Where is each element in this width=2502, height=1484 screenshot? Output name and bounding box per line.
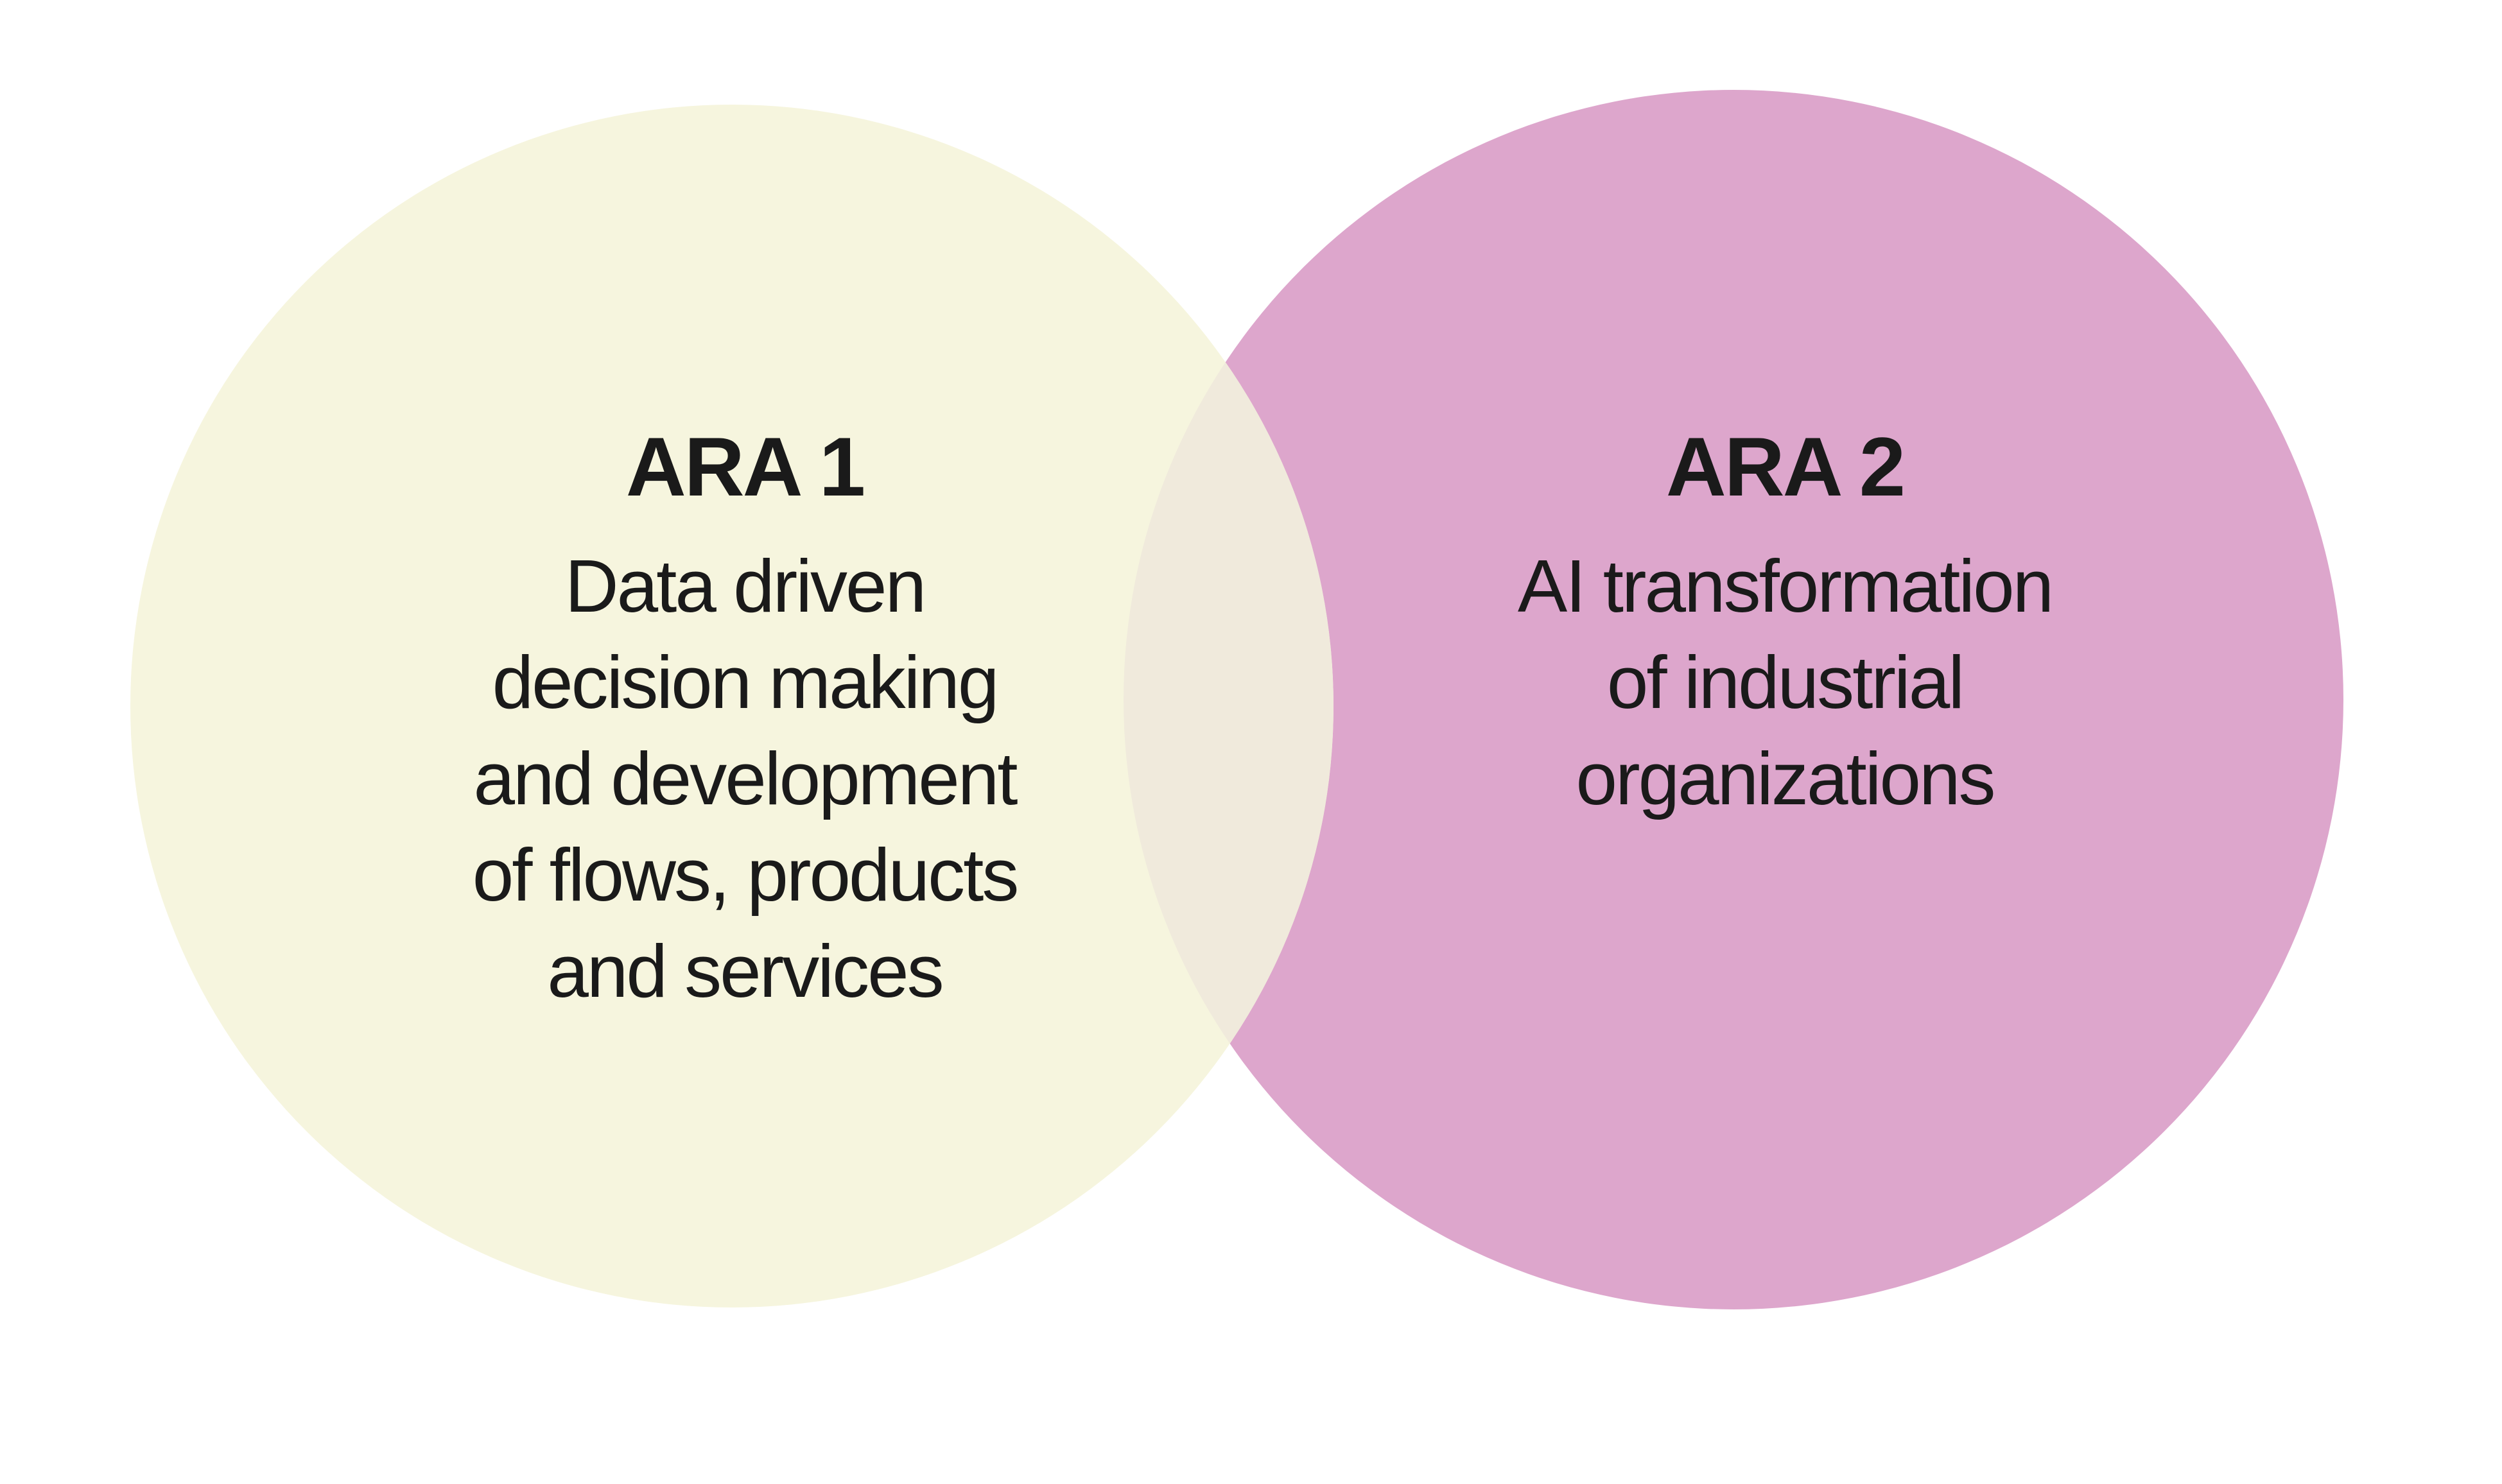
ara2-description: AI transformation of industrial organiza… — [1335, 538, 2234, 827]
ara1-title: ARA 1 — [625, 420, 865, 513]
ara1-circle — [130, 105, 1334, 1307]
ara2-description-line: organizations — [1576, 737, 1996, 820]
ara1-description-line: and development — [473, 737, 1018, 820]
ara1-description: Data driven decision making and developm… — [295, 538, 1194, 1019]
ara2-circle — [1124, 90, 2343, 1309]
ara1-description-line: of flows, products — [472, 833, 1020, 917]
ara2-title: ARA 2 — [1665, 420, 1906, 513]
ara1-description-line: Data driven — [564, 544, 926, 628]
ara2-description-line: AI transformation — [1517, 544, 2054, 628]
ara1-description-line: decision making — [492, 641, 1000, 724]
ara2-description-line: of industrial — [1606, 641, 1965, 724]
ara1-description-line: and services — [547, 929, 944, 1013]
